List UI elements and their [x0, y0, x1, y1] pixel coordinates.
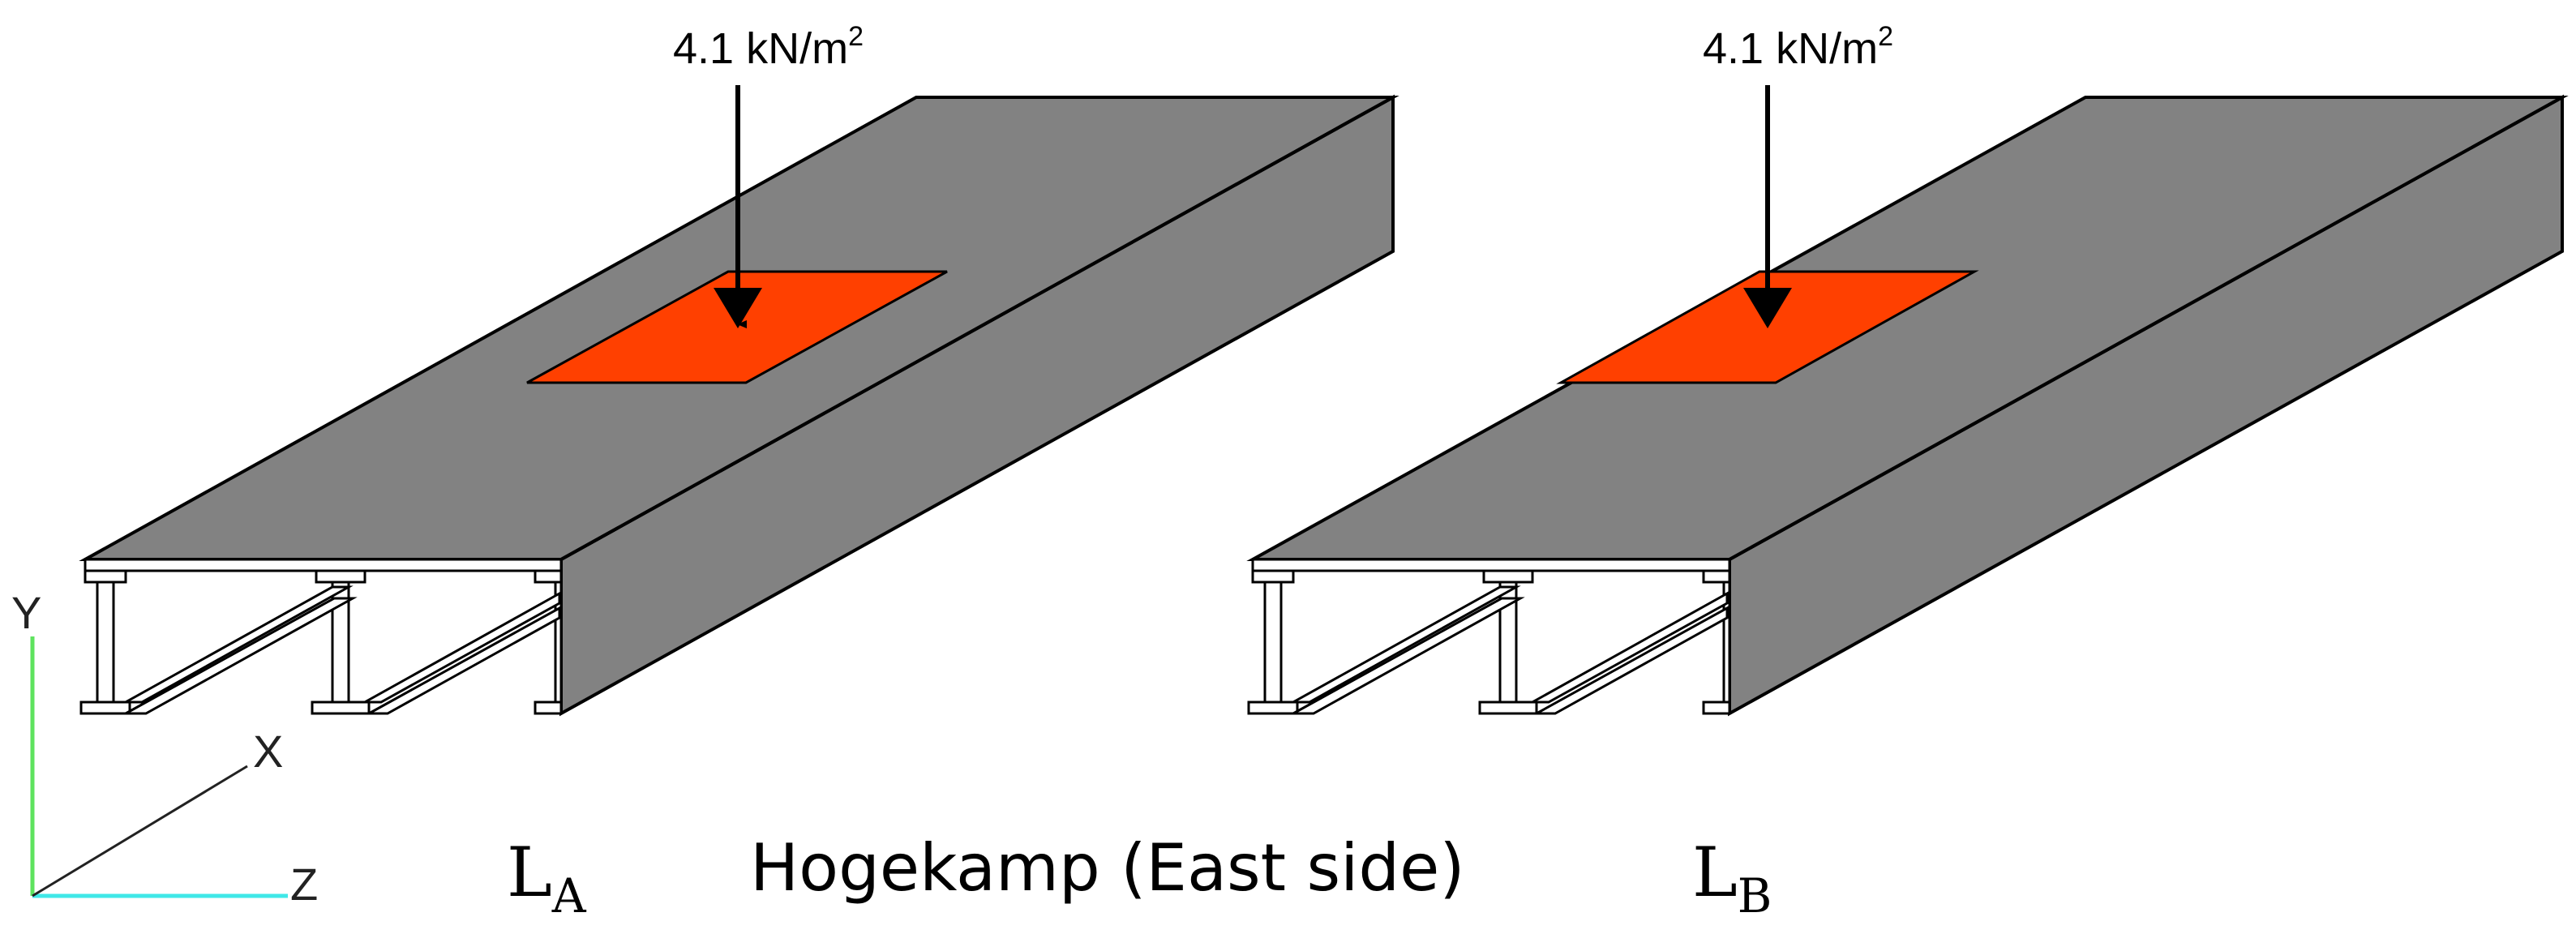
x-axis-line — [32, 765, 248, 898]
model-label-a: LA — [507, 833, 587, 923]
deck-front-edge — [84, 558, 563, 572]
girder-3 — [534, 569, 563, 715]
deck-front-edge — [1251, 558, 1731, 572]
model-label-b: LB — [1692, 833, 1772, 923]
girder-3 — [1702, 569, 1731, 715]
bridge-model-a: 4.1 kN/m2 — [79, 21, 1399, 717]
bridge-model-b: 4.1 kN/m2 — [1246, 21, 2569, 717]
girder-1 — [79, 569, 131, 715]
girder-2 — [1478, 569, 1538, 715]
caption: Hogekamp (East side) — [750, 830, 1465, 906]
girder-1 — [1247, 569, 1299, 715]
load-label: 4.1 kN/m2 — [673, 21, 864, 73]
girder-2 — [311, 569, 371, 715]
y-axis-label: Y — [11, 587, 41, 638]
z-axis-label: Z — [290, 859, 318, 910]
girder-bottom-flanges — [121, 585, 561, 715]
load-arrowhead — [1743, 288, 1792, 328]
coordinate-axes: Y X Z — [11, 587, 318, 910]
load-label: 4.1 kN/m2 — [1703, 21, 1893, 73]
load-arrowhead — [714, 288, 762, 328]
x-axis-label: X — [253, 726, 283, 777]
girder-bottom-flanges — [1288, 585, 1729, 715]
